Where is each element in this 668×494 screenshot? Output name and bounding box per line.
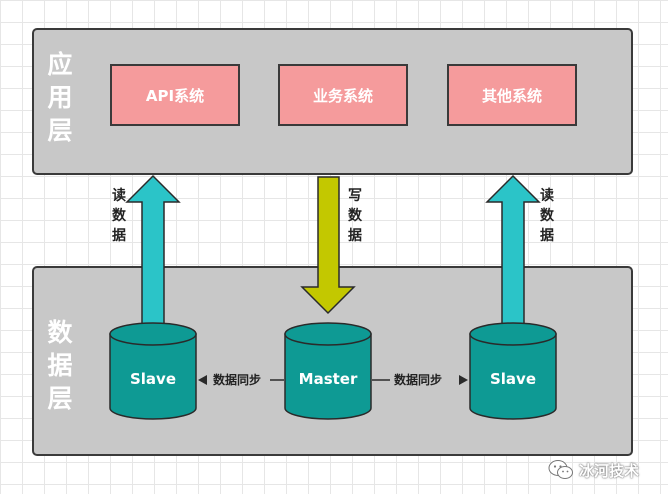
read-data-label-left: 读 数 据: [112, 188, 126, 244]
write-arrow: [300, 176, 356, 315]
sync-label-right: 数据同步: [392, 370, 445, 390]
sync-label-left: 数据同步: [211, 370, 264, 390]
other-system-box[interactable]: 其他系统: [447, 64, 577, 126]
read-arrow-right: [485, 174, 541, 326]
application-layer-title: 应 用 层: [47, 50, 73, 145]
sync-arrowhead-left: [198, 375, 207, 385]
watermark: 冰河技术: [548, 457, 639, 483]
read-arrow-left: [125, 174, 181, 326]
master-label: Master: [298, 370, 358, 388]
sync-arrowhead-right: [459, 375, 468, 385]
business-system-box[interactable]: 业务系统: [278, 64, 408, 126]
wechat-icon: [548, 460, 573, 479]
slave-left-label: Slave: [129, 370, 177, 388]
write-data-label: 写 数 据: [348, 188, 362, 244]
slave-left-database[interactable]: [109, 322, 197, 420]
watermark-text: 冰河技术: [579, 461, 640, 480]
read-data-label-right: 读 数 据: [540, 188, 554, 244]
api-system-box[interactable]: API系统: [110, 64, 240, 126]
slave-right-label: Slave: [489, 370, 537, 388]
master-database[interactable]: [284, 322, 372, 420]
data-layer-title: 数 据 层: [47, 318, 73, 413]
slave-right-database[interactable]: [469, 322, 557, 420]
